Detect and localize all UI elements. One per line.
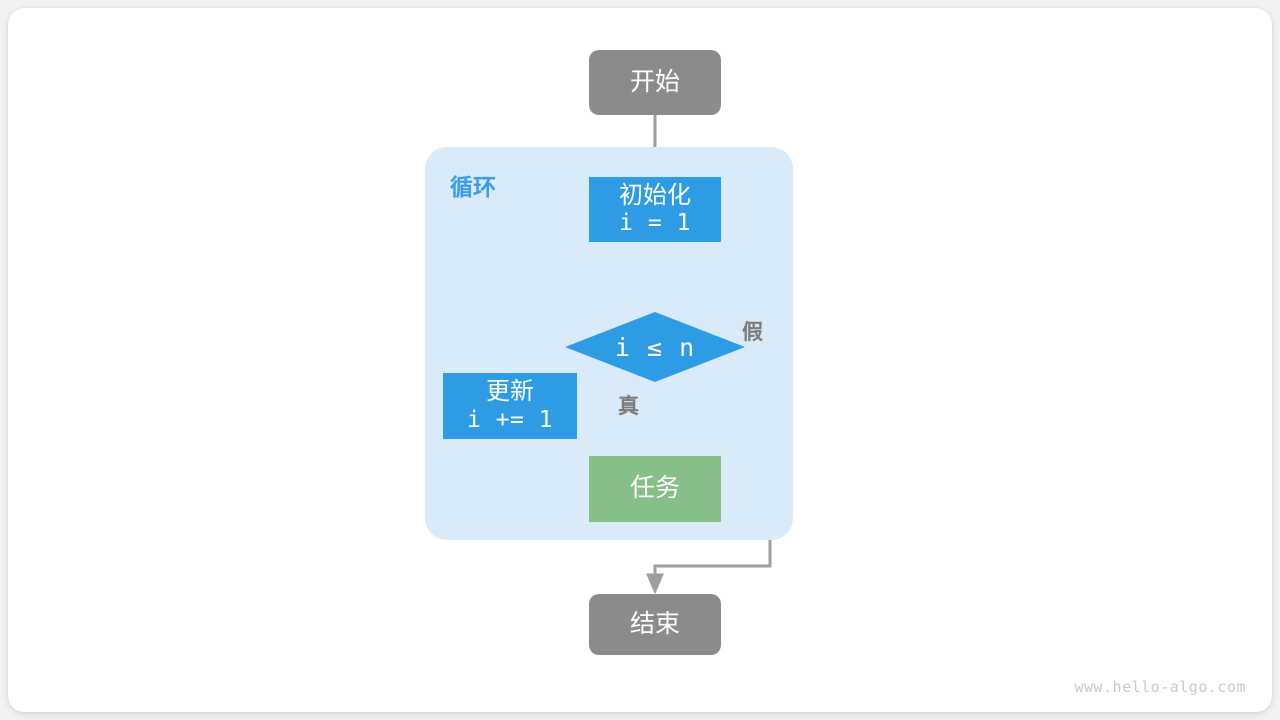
- node-update-label: 更新: [486, 378, 534, 406]
- edge-label-true: 真: [618, 395, 639, 418]
- node-init-code: i = 1: [619, 210, 691, 237]
- node-end[interactable]: 结束: [589, 594, 721, 655]
- node-init-label: 初始化: [619, 181, 691, 209]
- node-start-label: 开始: [629, 67, 680, 96]
- node-task-label: 任务: [629, 474, 680, 503]
- node-update-code: i += 1: [466, 406, 554, 433]
- decision-diamond-shape: [565, 312, 745, 382]
- node-task[interactable]: 任务: [589, 456, 721, 522]
- node-update[interactable]: 更新 i += 1: [443, 373, 577, 439]
- watermark: www.hello-algo.com: [1074, 678, 1246, 696]
- loop-container-label: 循环: [450, 174, 496, 200]
- node-init[interactable]: 初始化 i = 1: [589, 177, 721, 242]
- node-condition[interactable]: [565, 312, 745, 382]
- node-start[interactable]: 开始: [589, 50, 721, 115]
- node-end-label: 结束: [629, 609, 680, 638]
- edge-label-false: 假: [742, 321, 763, 344]
